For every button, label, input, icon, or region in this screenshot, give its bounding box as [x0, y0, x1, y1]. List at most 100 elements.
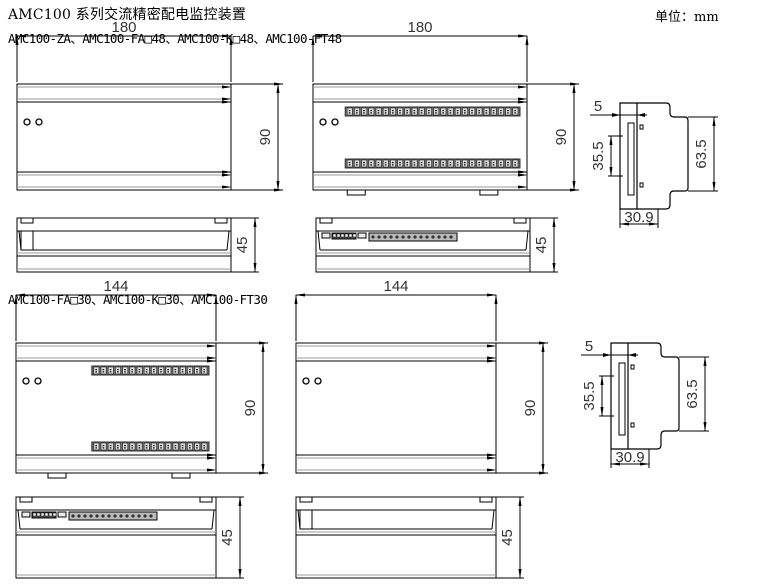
terminal-screw: [354, 159, 360, 168]
connector-pin: [48, 512, 53, 517]
terminal-pin: [138, 445, 141, 447]
connector-pin: [348, 233, 353, 238]
terminal-screw: [462, 159, 468, 168]
terminal-screw-head: [125, 514, 129, 518]
terminal-pin: [464, 110, 466, 112]
terminal-pin: [124, 447, 126, 449]
terminal-pin: [102, 371, 105, 373]
screw-mark: [630, 364, 635, 370]
terminal-pin: [420, 162, 423, 164]
terminal-screw: [426, 159, 432, 168]
terminal-screw: [354, 107, 360, 116]
terminal-pin: [348, 162, 351, 164]
led-indicator-icon: [319, 118, 327, 126]
terminal-pin: [449, 112, 452, 114]
terminal-pin: [420, 112, 423, 114]
unit-label: 单位：mm: [655, 10, 719, 25]
dimension-label: 63.5: [684, 379, 701, 408]
terminal-pin: [189, 369, 191, 371]
device-body: [15, 342, 217, 474]
terminal-screw: [397, 107, 404, 116]
terminal-screw-head: [443, 235, 447, 239]
terminal-pin: [507, 110, 509, 112]
terminal-pin: [384, 112, 387, 114]
terminal-pin: [413, 164, 416, 166]
terminal-screw: [143, 366, 150, 375]
terminal-screw-head: [431, 235, 435, 239]
terminal-screw: [179, 442, 186, 451]
terminal-screw: [418, 107, 425, 116]
terminal-screw-head: [143, 514, 147, 518]
terminal-screw: [122, 366, 129, 375]
terminal-pin: [167, 371, 169, 373]
terminal-pin: [117, 447, 119, 449]
terminal-pin: [500, 110, 502, 112]
terminal-screw: [462, 107, 468, 116]
terminal-screw-head: [83, 514, 87, 518]
group-1-top-view-top-connectors: 45: [315, 217, 558, 273]
terminal-pin: [449, 110, 452, 112]
cover-edge: [317, 230, 321, 251]
din-clip: [47, 472, 67, 479]
terminal-pin: [153, 447, 155, 449]
terminal-screw: [179, 366, 186, 375]
terminal-pin: [471, 112, 473, 114]
terminal-pin: [117, 445, 119, 447]
terminal-pin: [500, 162, 502, 164]
led-indicator-icon: [35, 118, 43, 126]
label-window: [20, 230, 34, 251]
terminal-pin: [478, 164, 480, 166]
terminal-pin: [181, 447, 184, 449]
terminal-screw: [165, 442, 172, 451]
terminal-pin: [456, 162, 459, 164]
terminal-pin: [485, 162, 488, 164]
terminal-screw: [498, 159, 504, 168]
terminal-pin: [384, 162, 387, 164]
terminal-screw: [368, 159, 375, 168]
terminal-screw: [404, 159, 411, 168]
terminal-pin: [109, 371, 112, 373]
terminal-pin: [102, 447, 105, 449]
terminal-screw: [483, 107, 490, 116]
dimension-label: 35.5: [581, 381, 598, 410]
terminal-screw: [397, 159, 404, 168]
terminal-strip: [91, 365, 210, 376]
terminal-screw: [476, 159, 483, 168]
terminal-pin: [189, 371, 191, 373]
connector-pin: [40, 512, 45, 517]
terminal-screw: [115, 442, 121, 451]
terminal-pin: [356, 162, 358, 164]
terminal-row-1: [344, 106, 521, 117]
terminal-pin: [377, 162, 380, 164]
dimension-label: 35.5: [590, 141, 607, 170]
terminal-pin: [203, 447, 205, 449]
terminal-pin: [399, 112, 401, 114]
group-2-top-view-top-connectors: 45: [15, 496, 244, 579]
dimension-label: 5: [594, 98, 602, 115]
terminal-screw: [107, 366, 114, 375]
terminal-pin: [435, 112, 437, 114]
terminal-pin: [442, 110, 444, 112]
terminal-pin: [464, 164, 466, 166]
dimension-label: 5: [585, 338, 593, 355]
terminal-pin: [174, 369, 177, 371]
dimension-label: 30.9: [615, 449, 644, 466]
terminal-screw-head: [101, 514, 105, 518]
terminal-pin: [456, 110, 459, 112]
terminal-pin: [507, 164, 509, 166]
terminal-screw: [447, 159, 454, 168]
terminal-pin: [464, 162, 466, 164]
device-body: [295, 342, 497, 474]
connector-pin: [352, 233, 357, 238]
terminal-pin: [153, 371, 155, 373]
terminal-pin: [377, 112, 380, 114]
terminal-pin: [160, 371, 162, 373]
terminal-pin: [442, 164, 444, 166]
terminal-screw: [122, 442, 129, 451]
latch-tab: [319, 217, 333, 224]
din-rail-slot: [618, 362, 626, 436]
terminal-screw: [433, 159, 440, 168]
terminal-pin: [406, 110, 408, 112]
